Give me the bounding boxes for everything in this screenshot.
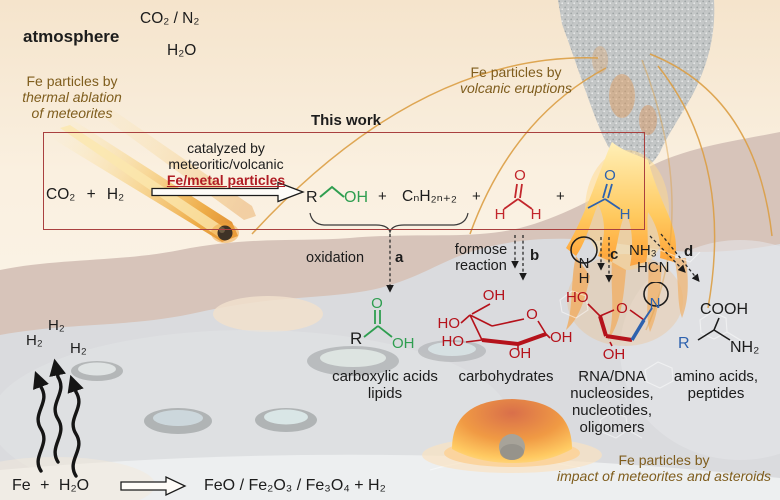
- fe-ablation-annotation: Fe particles by thermal ablation of mete…: [8, 73, 136, 121]
- caption-line: nucleosides,: [570, 385, 654, 402]
- this-work-title: This work: [310, 112, 381, 129]
- nucleoside-ring-o: O: [616, 300, 628, 317]
- catalyst-line: catalyzed by: [187, 140, 265, 156]
- amino-caption: amino acids, peptides: [652, 368, 780, 402]
- pathway-a-label: oxidation: [306, 250, 365, 266]
- nucleosides-caption: RNA/DNA nucleosides, nucleotides, oligom…: [548, 368, 676, 436]
- amino-acid-structure: COOH R NH₂: [678, 301, 759, 356]
- caption-line: RNA/DNA: [578, 368, 646, 385]
- amino-nh2: NH₂: [730, 339, 759, 356]
- sugar-oh-bottom: OH: [509, 345, 532, 360]
- acetaldehyde-o: O: [604, 167, 616, 184]
- sugar-oh-right: OH: [550, 329, 573, 346]
- caption-line: carbohydrates: [458, 368, 554, 385]
- h2-bubble-label: H₂: [48, 317, 65, 334]
- pathway-d-letter: d: [684, 243, 694, 260]
- fe-volcanic-annotation: Fe particles by volcanic eruptions: [453, 64, 579, 96]
- annotation-line: impact of meteorites and asteroids: [557, 468, 771, 484]
- hcn-formula: HCN: [637, 259, 670, 276]
- h2-bubble-label: H₂: [70, 340, 87, 357]
- amine-h: H: [579, 270, 590, 286]
- catalyst-line-fe-metal: Fe/metal particles: [166, 172, 286, 188]
- ammonia-formula: NH₃: [629, 242, 657, 259]
- alkane-formula: CₙH₂ₙ₊₂: [402, 188, 457, 205]
- atmosphere-label: atmosphere: [23, 27, 120, 46]
- annotation-line: Fe particles by: [618, 452, 710, 468]
- impact-fireball: [422, 399, 602, 473]
- bottom-strip: [0, 454, 780, 500]
- catalyst-line: meteoritic/volcanic: [168, 156, 284, 172]
- reactants-formula: CO₂ + H₂: [46, 186, 125, 203]
- ejecta-arcs: [251, 53, 773, 331]
- formaldehyde-h: H: [495, 206, 506, 222]
- volcano-plume: [558, 0, 715, 169]
- pathway-arrows: [386, 233, 700, 293]
- nucleoside-structure: HO O OH N: [566, 282, 669, 362]
- pathway-b-letter: b: [530, 247, 540, 264]
- peach-patch: [213, 296, 323, 332]
- hot-spring-pools: [71, 340, 486, 434]
- sugar-ho-lower: HO: [442, 333, 465, 350]
- plus-sign: +: [556, 188, 565, 205]
- alcohol-r: R: [306, 189, 318, 206]
- h2-bubble-arrows: [33, 358, 84, 478]
- sugar-ho-left: HO: [438, 315, 461, 332]
- alcohol-oh: OH: [344, 189, 368, 206]
- carboxylic-r: R: [350, 329, 362, 348]
- formaldehyde-o: O: [514, 167, 526, 184]
- amine-n: N: [579, 255, 590, 272]
- pathway-c-letter: c: [610, 246, 619, 263]
- caption-line: peptides: [687, 385, 745, 402]
- acetaldehyde-structure: O H: [587, 167, 631, 222]
- catalyst-caption: catalyzed by meteoritic/volcanic Fe/meta…: [146, 140, 306, 188]
- nucleoside-n: N: [650, 295, 661, 312]
- acetaldehyde-h: H: [620, 206, 631, 222]
- sugar-oh-top: OH: [483, 288, 506, 304]
- iron-reaction-rhs: FeO / Fe₂O₃ / Fe₃O₄ + H₂: [204, 477, 386, 494]
- amino-r: R: [678, 335, 690, 352]
- plus-sign: +: [378, 188, 387, 205]
- light-hill-right: [620, 240, 780, 460]
- carboxylic-oh: OH: [392, 335, 415, 352]
- annotation-line: Fe particles by: [26, 73, 118, 89]
- amino-cooh: COOH: [700, 301, 748, 318]
- alcohol-structure: R OH: [306, 185, 368, 206]
- formose-line: formose: [454, 242, 508, 258]
- iron-reaction-lhs: Fe + H₂O: [12, 477, 90, 494]
- nucleoside-oh: OH: [603, 346, 626, 362]
- plus-sign: +: [472, 188, 481, 205]
- sugar-ring-o: O: [526, 306, 538, 323]
- carbohydrate-structure: OH HO HO O OH OH: [438, 288, 573, 360]
- cyclic-amine-symbol: N H: [570, 236, 598, 286]
- annotation-line: volcanic eruptions: [459, 80, 573, 96]
- carbohydrates-caption: carbohydrates: [440, 368, 572, 385]
- fe-impact-annotation: Fe particles by impact of meteorites and…: [552, 452, 776, 484]
- caption-line: lipids: [367, 385, 403, 402]
- pathway-a-letter: a: [395, 249, 404, 266]
- atmosphere-water: H₂O: [167, 42, 197, 59]
- caption-line: carboxylic acids: [332, 368, 438, 385]
- pathway-b-label: formose reaction: [444, 242, 518, 274]
- annotation-line: thermal ablation: [22, 89, 122, 105]
- caption-line: amino acids,: [673, 368, 759, 385]
- formaldehyde-structure: O H H: [495, 167, 542, 222]
- this-work-box: [43, 132, 645, 230]
- annotation-line: Fe particles by: [470, 64, 562, 80]
- products-brace: [309, 212, 469, 235]
- caption-line: nucleotides,: [571, 402, 653, 419]
- reaction-arrow: [151, 181, 305, 203]
- carboxylic-o: O: [371, 298, 383, 312]
- volcano-lava: [566, 142, 688, 346]
- caption-line: oligomers: [579, 419, 645, 436]
- formaldehyde-h: H: [531, 206, 542, 222]
- formose-line: reaction: [455, 258, 507, 274]
- carboxylic-caption: carboxylic acids lipids: [318, 368, 452, 402]
- atmosphere-gases: CO₂ / N₂: [140, 10, 200, 27]
- h2-bubble-label: H₂: [26, 332, 43, 349]
- nucleoside-ho: HO: [566, 289, 589, 306]
- carboxylic-acid-structure: R O OH: [350, 298, 415, 352]
- annotation-line: of meteorites: [31, 105, 113, 121]
- iron-reaction-arrow: [120, 475, 187, 497]
